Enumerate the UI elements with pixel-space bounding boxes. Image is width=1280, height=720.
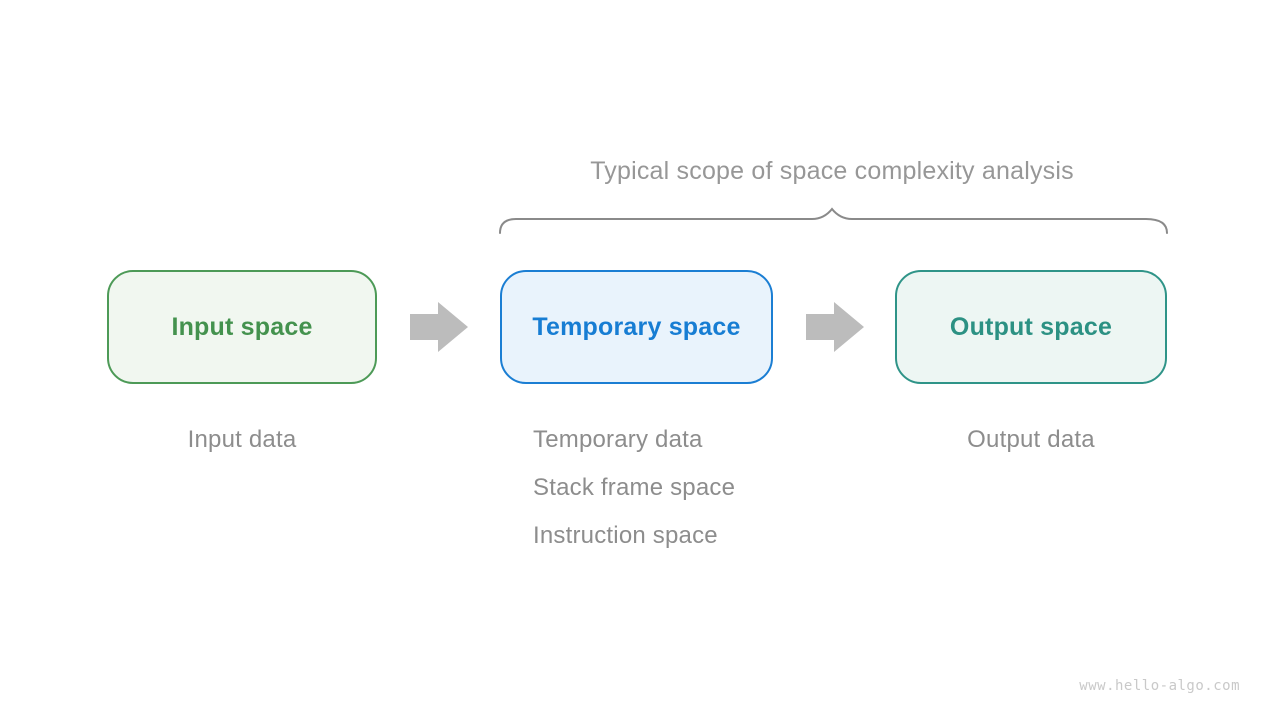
diagram-title: Typical scope of space complexity analys… [590, 157, 1074, 185]
arrow-right-icon [410, 302, 468, 352]
instruction-space-note: Instruction space [533, 522, 718, 549]
watermark: www.hello-algo.com [1079, 678, 1240, 694]
stack-frame-space-note: Stack frame space [533, 474, 736, 501]
input-space-label: Input space [171, 312, 313, 341]
arrow-right-icon [806, 302, 864, 352]
temporary-space-box: Temporary space [500, 270, 773, 384]
temporary-notes: Temporary data Stack frame space Instruc… [533, 426, 735, 570]
output-space-box: Output space [895, 270, 1167, 384]
curly-brace-icon [499, 207, 1168, 234]
output-data-note: Output data [967, 426, 1095, 453]
output-space-label: Output space [949, 312, 1113, 341]
input-data-note: Input data [187, 426, 297, 453]
temporary-data-note: Temporary data [533, 426, 703, 453]
temporary-space-label: Temporary space [532, 312, 741, 341]
input-space-box: Input space [107, 270, 377, 384]
